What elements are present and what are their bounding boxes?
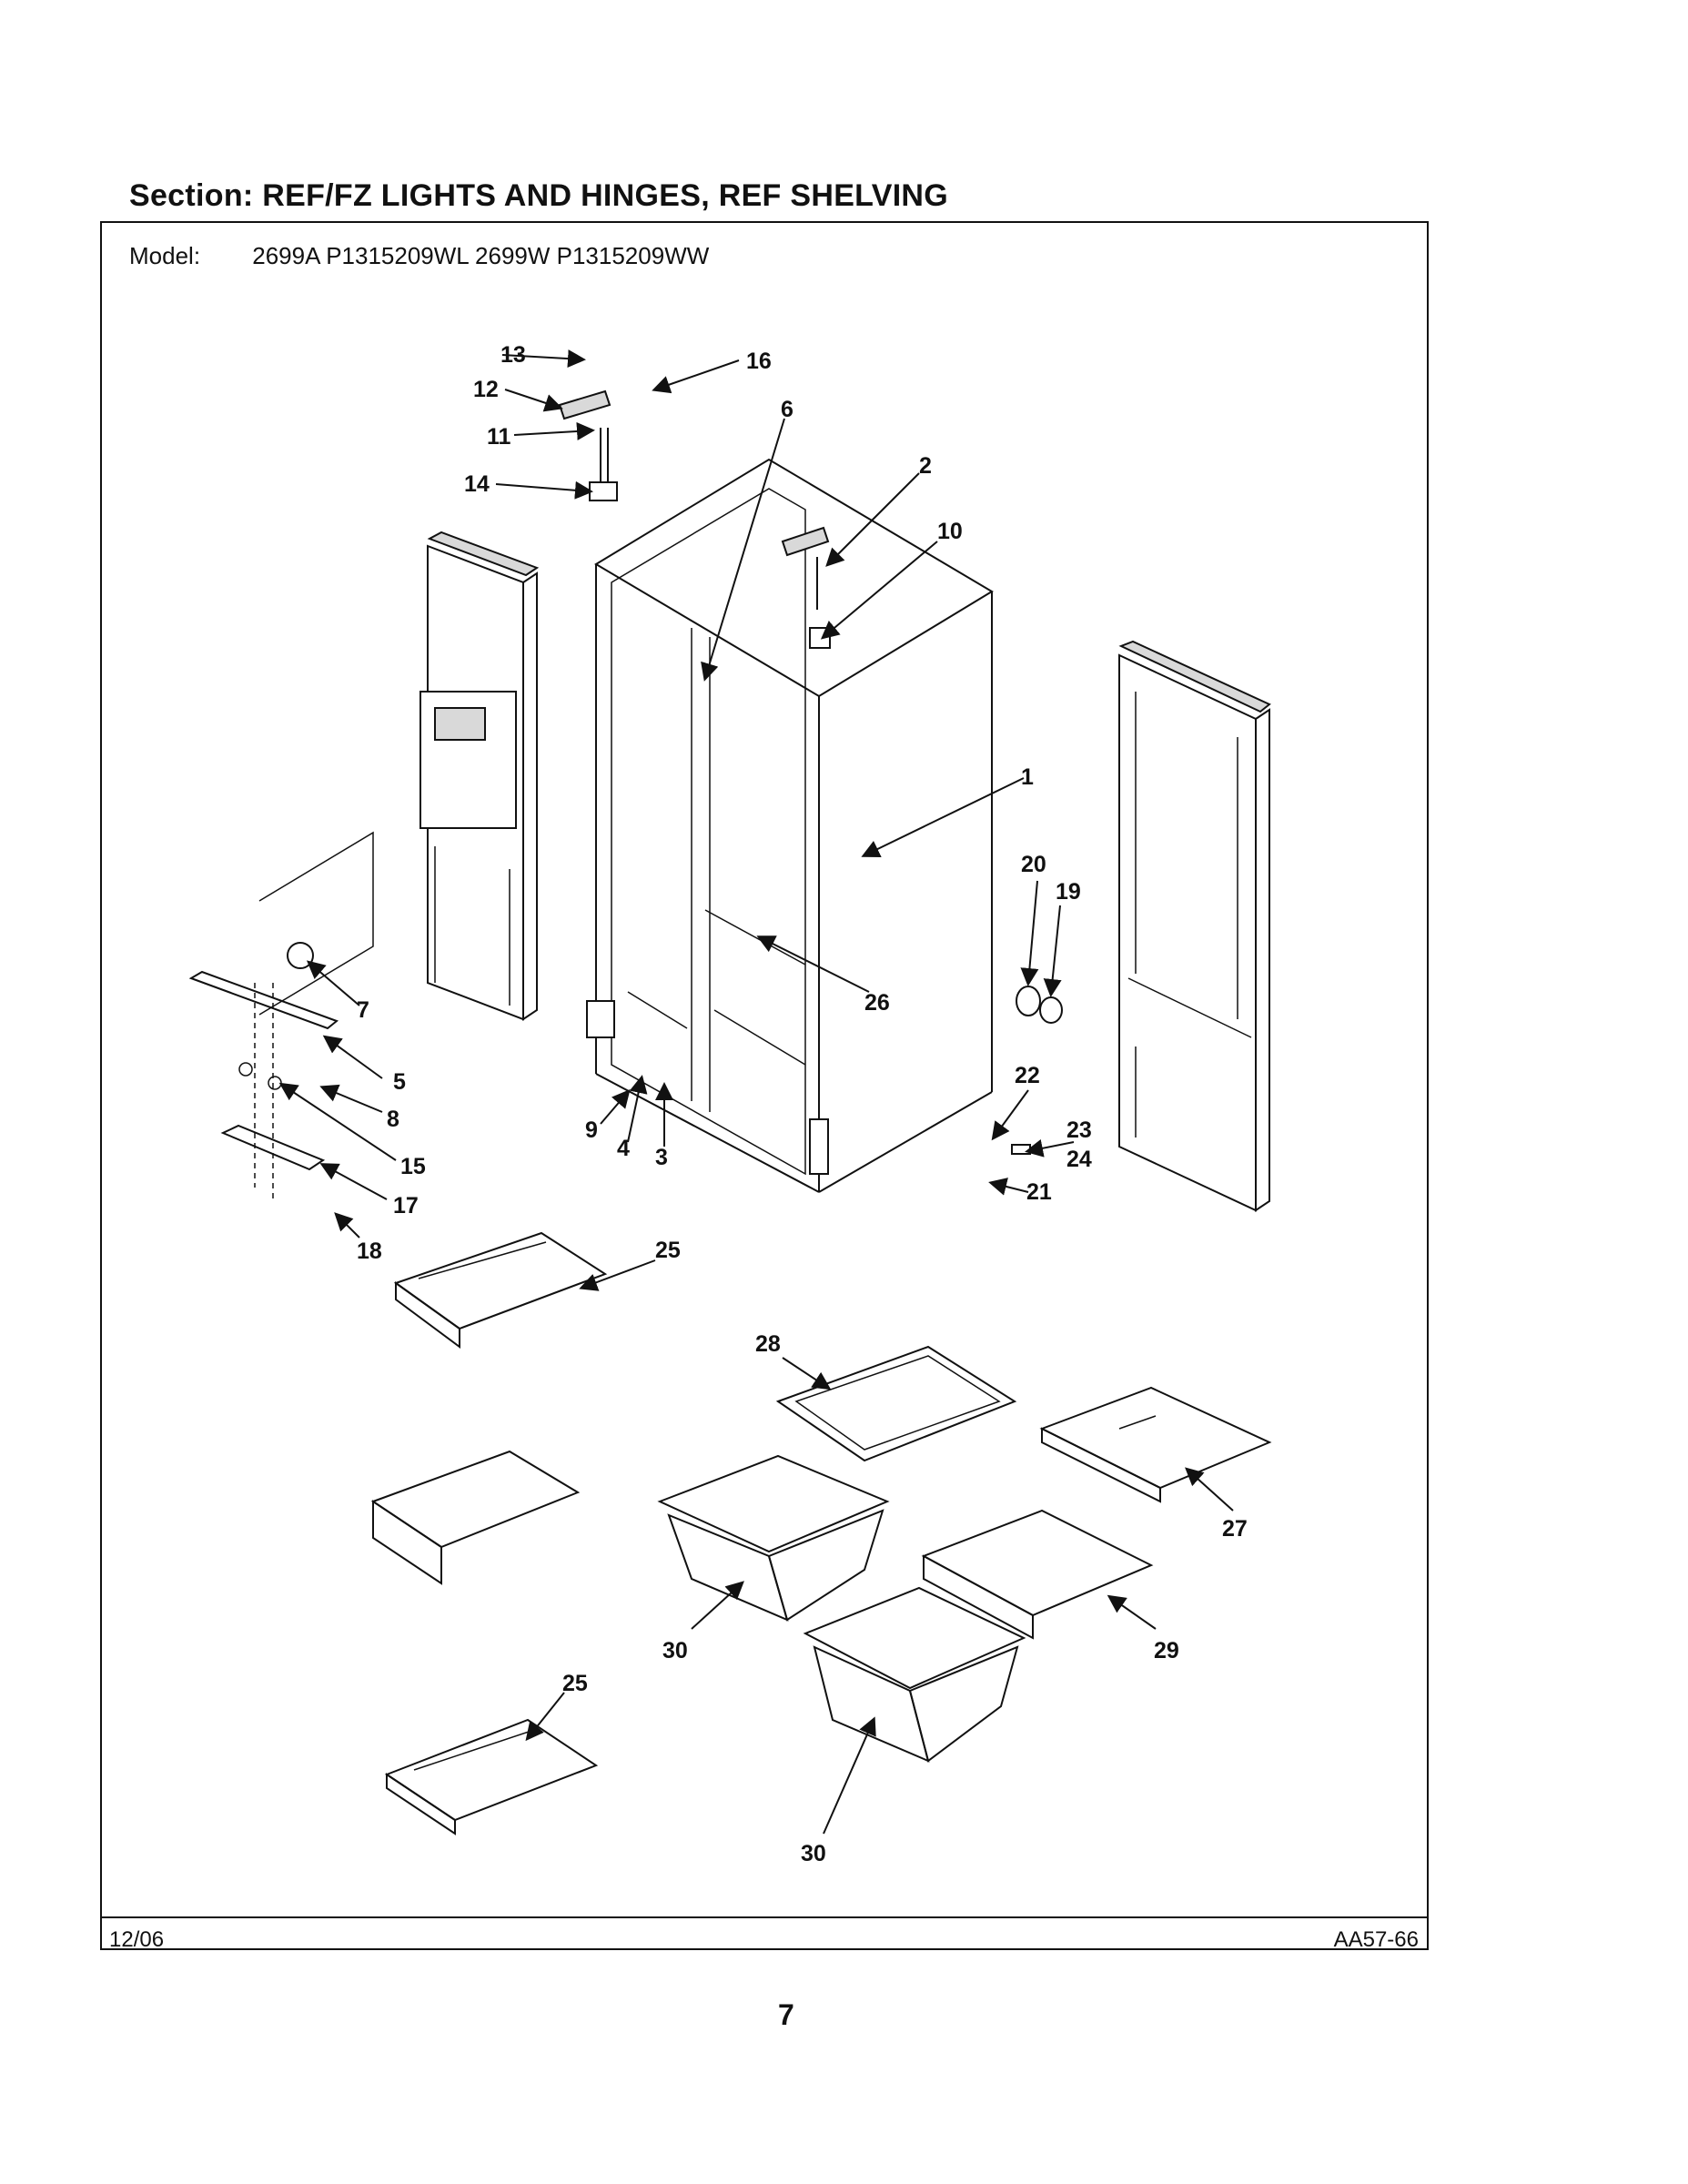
callout-26: 26 xyxy=(864,990,890,1016)
callout-20: 20 xyxy=(1021,852,1046,877)
callout-9: 9 xyxy=(585,1117,598,1143)
callout-24: 24 xyxy=(1066,1147,1092,1172)
section-label: Section: xyxy=(129,178,254,213)
callout-23: 23 xyxy=(1066,1117,1092,1143)
callout-29: 29 xyxy=(1154,1638,1179,1663)
diagram-frame xyxy=(100,221,1429,1950)
freezer-door xyxy=(419,531,540,1021)
diagram-code: AA57-66 xyxy=(1333,1927,1419,1952)
page-number: 7 xyxy=(778,1998,794,2031)
model-numbers: 2699A P1315209WL 2699W P1315209WW xyxy=(252,242,710,269)
callout-16: 16 xyxy=(746,349,772,374)
leader-lines xyxy=(278,349,1234,1835)
callout-8: 8 xyxy=(387,1107,399,1132)
callout-17: 17 xyxy=(393,1193,419,1218)
callout-5: 5 xyxy=(393,1069,406,1095)
callout-30-right: 30 xyxy=(801,1841,826,1866)
callout-7: 7 xyxy=(357,997,369,1023)
callout-25-top: 25 xyxy=(655,1238,681,1263)
callout-numbers: 1 2 3 4 5 6 7 8 9 10 11 12 13 14 15 16 1… xyxy=(357,342,1248,1866)
light-lens-assembly xyxy=(1011,986,1063,1155)
callout-14: 14 xyxy=(464,471,490,497)
section-name: REF/FZ LIGHTS AND HINGES, REF SHELVING xyxy=(262,178,949,213)
light-assembly xyxy=(188,831,374,1201)
callout-19: 19 xyxy=(1056,879,1081,905)
shelves-and-crispers xyxy=(370,1231,1272,1835)
callout-21: 21 xyxy=(1026,1179,1052,1205)
callout-11: 11 xyxy=(487,424,511,450)
callout-30-left: 30 xyxy=(662,1638,688,1663)
cabinet xyxy=(586,458,994,1193)
model-label: Model: xyxy=(129,242,201,269)
section-title: Section: REF/FZ LIGHTS AND HINGES, REF S… xyxy=(129,178,948,214)
callout-27: 27 xyxy=(1222,1516,1248,1542)
callout-4: 4 xyxy=(617,1136,630,1161)
callout-6: 6 xyxy=(781,397,793,422)
callout-1: 1 xyxy=(1021,764,1034,790)
callout-3: 3 xyxy=(655,1145,668,1170)
footer-divider xyxy=(100,1916,1429,1918)
callout-18: 18 xyxy=(357,1239,382,1264)
callout-2: 2 xyxy=(919,453,932,479)
callout-12: 12 xyxy=(473,377,499,402)
model-line: Model: 2699A P1315209WL 2699W P1315209WW xyxy=(129,242,709,270)
top-hinge-assembly xyxy=(558,389,831,649)
callout-10: 10 xyxy=(937,519,963,544)
callout-13: 13 xyxy=(500,342,526,368)
fresh-food-door xyxy=(1118,640,1271,1212)
callout-28: 28 xyxy=(755,1331,781,1357)
callout-15: 15 xyxy=(400,1154,426,1179)
callout-22: 22 xyxy=(1015,1063,1040,1088)
callout-25-bottom: 25 xyxy=(562,1671,588,1696)
revision-date: 12/06 xyxy=(109,1927,165,1952)
